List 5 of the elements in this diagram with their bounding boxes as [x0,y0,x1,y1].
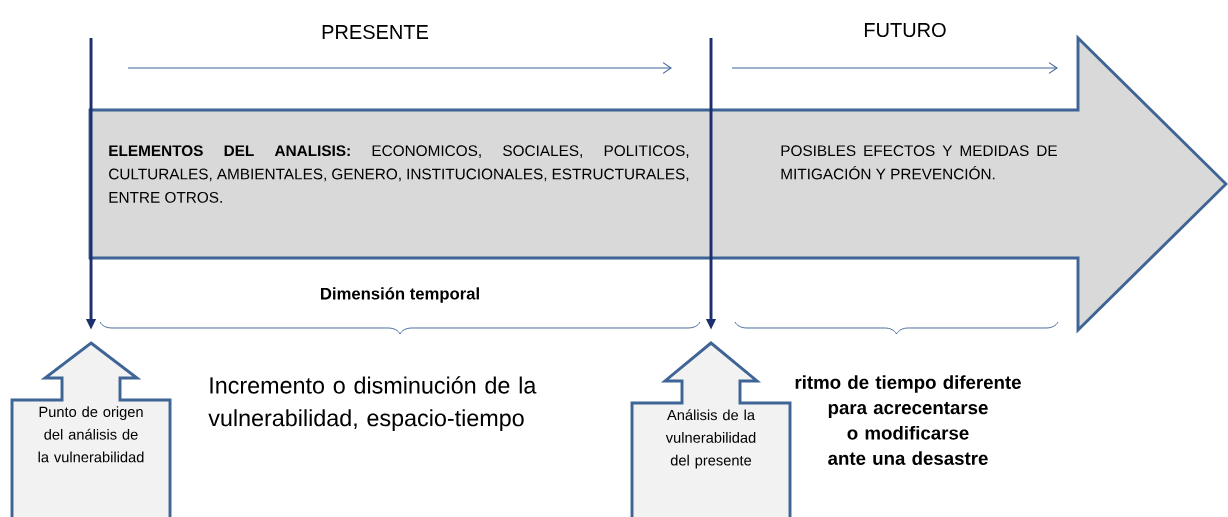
up-arrow-box: Análisis de la vulnerabilidad del presente [630,341,792,517]
up-arrow-box: Punto de origen del análisis de la vulnerabilidad [10,341,172,517]
caption-text: ritmo de tiempo diferente para acrecentarse o modificarse ante una desastre [795,375,1021,465]
axis-caption: Dimensión temporal [321,287,479,303]
caption-text: Incremento o disminución de la vulnerabilidad, espacio-tiempo [208,376,537,431]
